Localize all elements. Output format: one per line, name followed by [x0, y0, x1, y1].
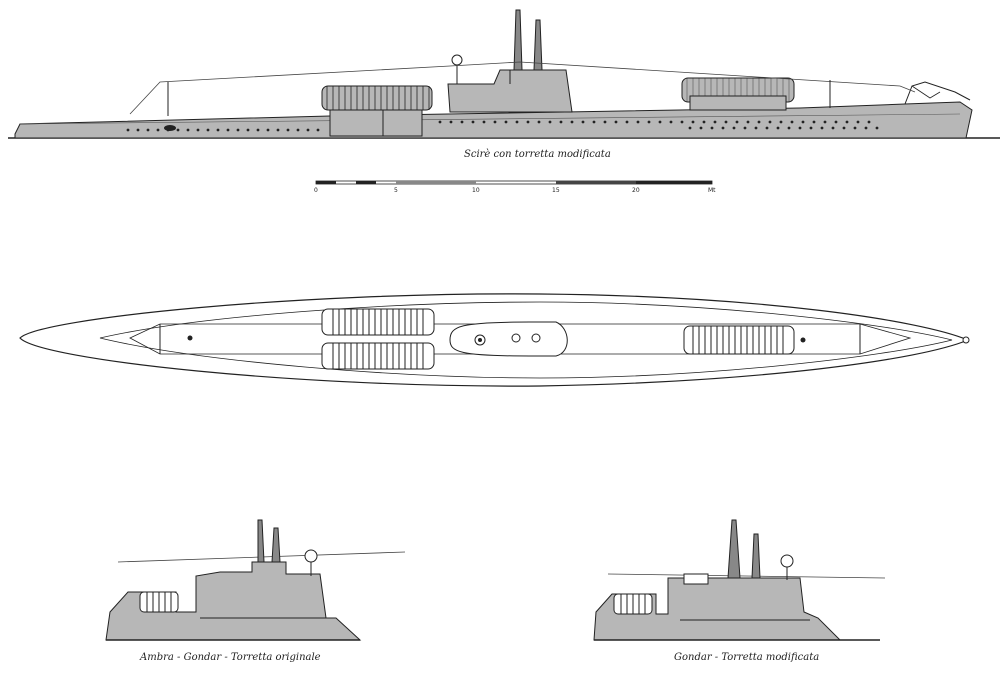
scale-tick-0: 0: [314, 187, 318, 194]
tower-modified-caption: Gondar - Torretta modificata: [674, 652, 820, 663]
scale-unit: Mt: [708, 187, 716, 194]
tower-modified-detail: [593, 519, 886, 641]
tower-original-detail: [105, 519, 406, 641]
side-view: [8, 9, 1000, 139]
top-view: [19, 293, 970, 387]
scale-tick-10: 10: [472, 187, 480, 194]
navigation-light-icon: [451, 54, 463, 66]
scale-tick-15: 15: [552, 187, 560, 194]
side-view-caption: Scirè con torretta modificata: [464, 149, 611, 160]
periscope-1: [513, 9, 523, 71]
scale-tick-20: 20: [632, 187, 640, 194]
hull-holes: [126, 120, 879, 132]
periscope-2: [533, 19, 543, 71]
scale-bar: [315, 180, 713, 185]
tower-top: [449, 321, 568, 357]
conning-tower: [447, 69, 573, 113]
scale-tick-5: 5: [394, 187, 398, 194]
hull-side: [14, 101, 973, 139]
tower-original-caption: Ambra - Gondar - Torretta originale: [140, 652, 321, 663]
